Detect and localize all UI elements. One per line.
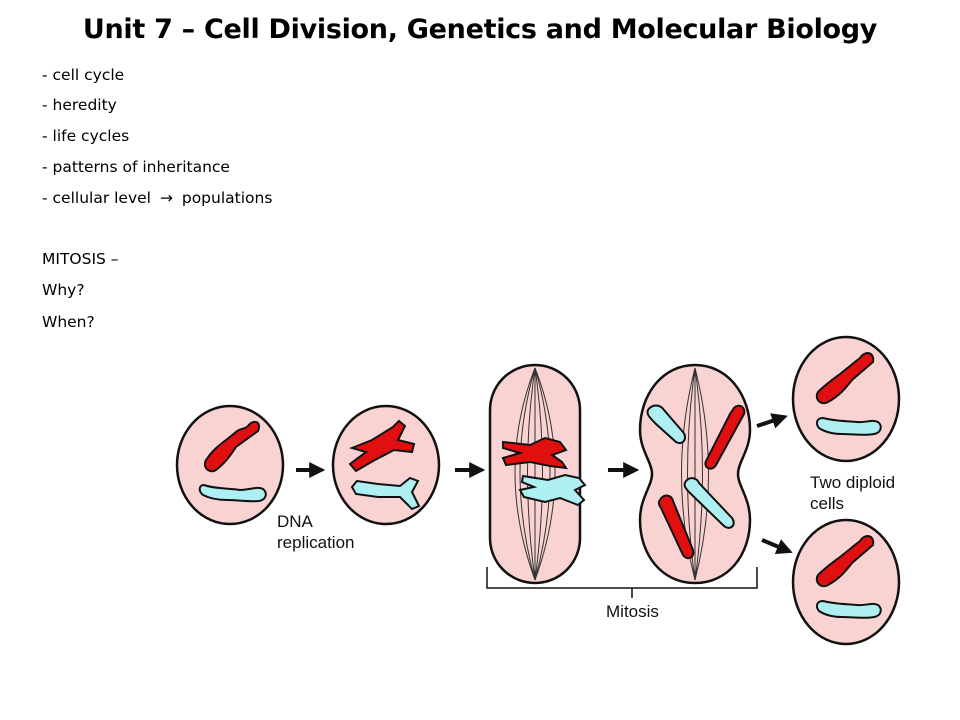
- topic-populations-text: populations: [181, 189, 273, 207]
- blue-chromosome: [683, 477, 735, 529]
- red-chromosome: [815, 535, 875, 588]
- topic-cellular-level: - cellular level → populations: [42, 189, 272, 207]
- dna-replication-label-line1: DNA: [277, 512, 314, 531]
- mitosis-label: Mitosis: [606, 602, 659, 621]
- cell-metaphase: [488, 363, 587, 585]
- two-diploid-cells-label-line2: cells: [810, 494, 844, 513]
- daughter-cell-top: [791, 335, 901, 463]
- red-chromosome: [704, 404, 746, 470]
- topic-cellular-level-text: - cellular level: [42, 189, 151, 207]
- right-arrow-icon: →: [159, 189, 173, 207]
- cell-after-replication: [331, 404, 441, 526]
- question-why: Why?: [42, 281, 85, 299]
- two-diploid-cells-label-line1: Two diploid: [810, 473, 895, 492]
- red-chromosome: [815, 352, 875, 405]
- red-chromatid-pair: [348, 419, 416, 473]
- topic-heredity: - heredity: [42, 96, 117, 114]
- blue-chromosome: [815, 416, 882, 436]
- blue-chromatid-pair: [350, 476, 421, 511]
- blue-chromosome: [646, 404, 686, 444]
- dna-replication-label-line2: replication: [277, 533, 355, 552]
- mitosis-bracket: [486, 567, 758, 598]
- daughter-cell-bottom: [791, 518, 901, 646]
- blue-chromatid-pair: [518, 473, 587, 507]
- mitosis-heading: MITOSIS –: [42, 250, 119, 268]
- blue-chromosome: [198, 483, 267, 503]
- red-chromosome: [204, 420, 260, 473]
- topic-life-cycles: - life cycles: [42, 127, 130, 145]
- topic-patterns-of-inheritance: - patterns of inheritance: [42, 158, 230, 176]
- arrow-icon: [756, 413, 788, 429]
- question-when: When?: [42, 313, 95, 331]
- red-chromosome: [657, 494, 695, 560]
- red-chromatid-pair: [501, 436, 569, 470]
- blue-chromosome: [815, 599, 882, 619]
- cell-before-replication: [175, 404, 285, 526]
- arrow-icon: [761, 538, 793, 554]
- cell-anaphase: [638, 363, 752, 585]
- topic-cell-cycle: - cell cycle: [42, 66, 125, 84]
- slide-title: Unit 7 – Cell Division, Genetics and Mol…: [82, 14, 878, 45]
